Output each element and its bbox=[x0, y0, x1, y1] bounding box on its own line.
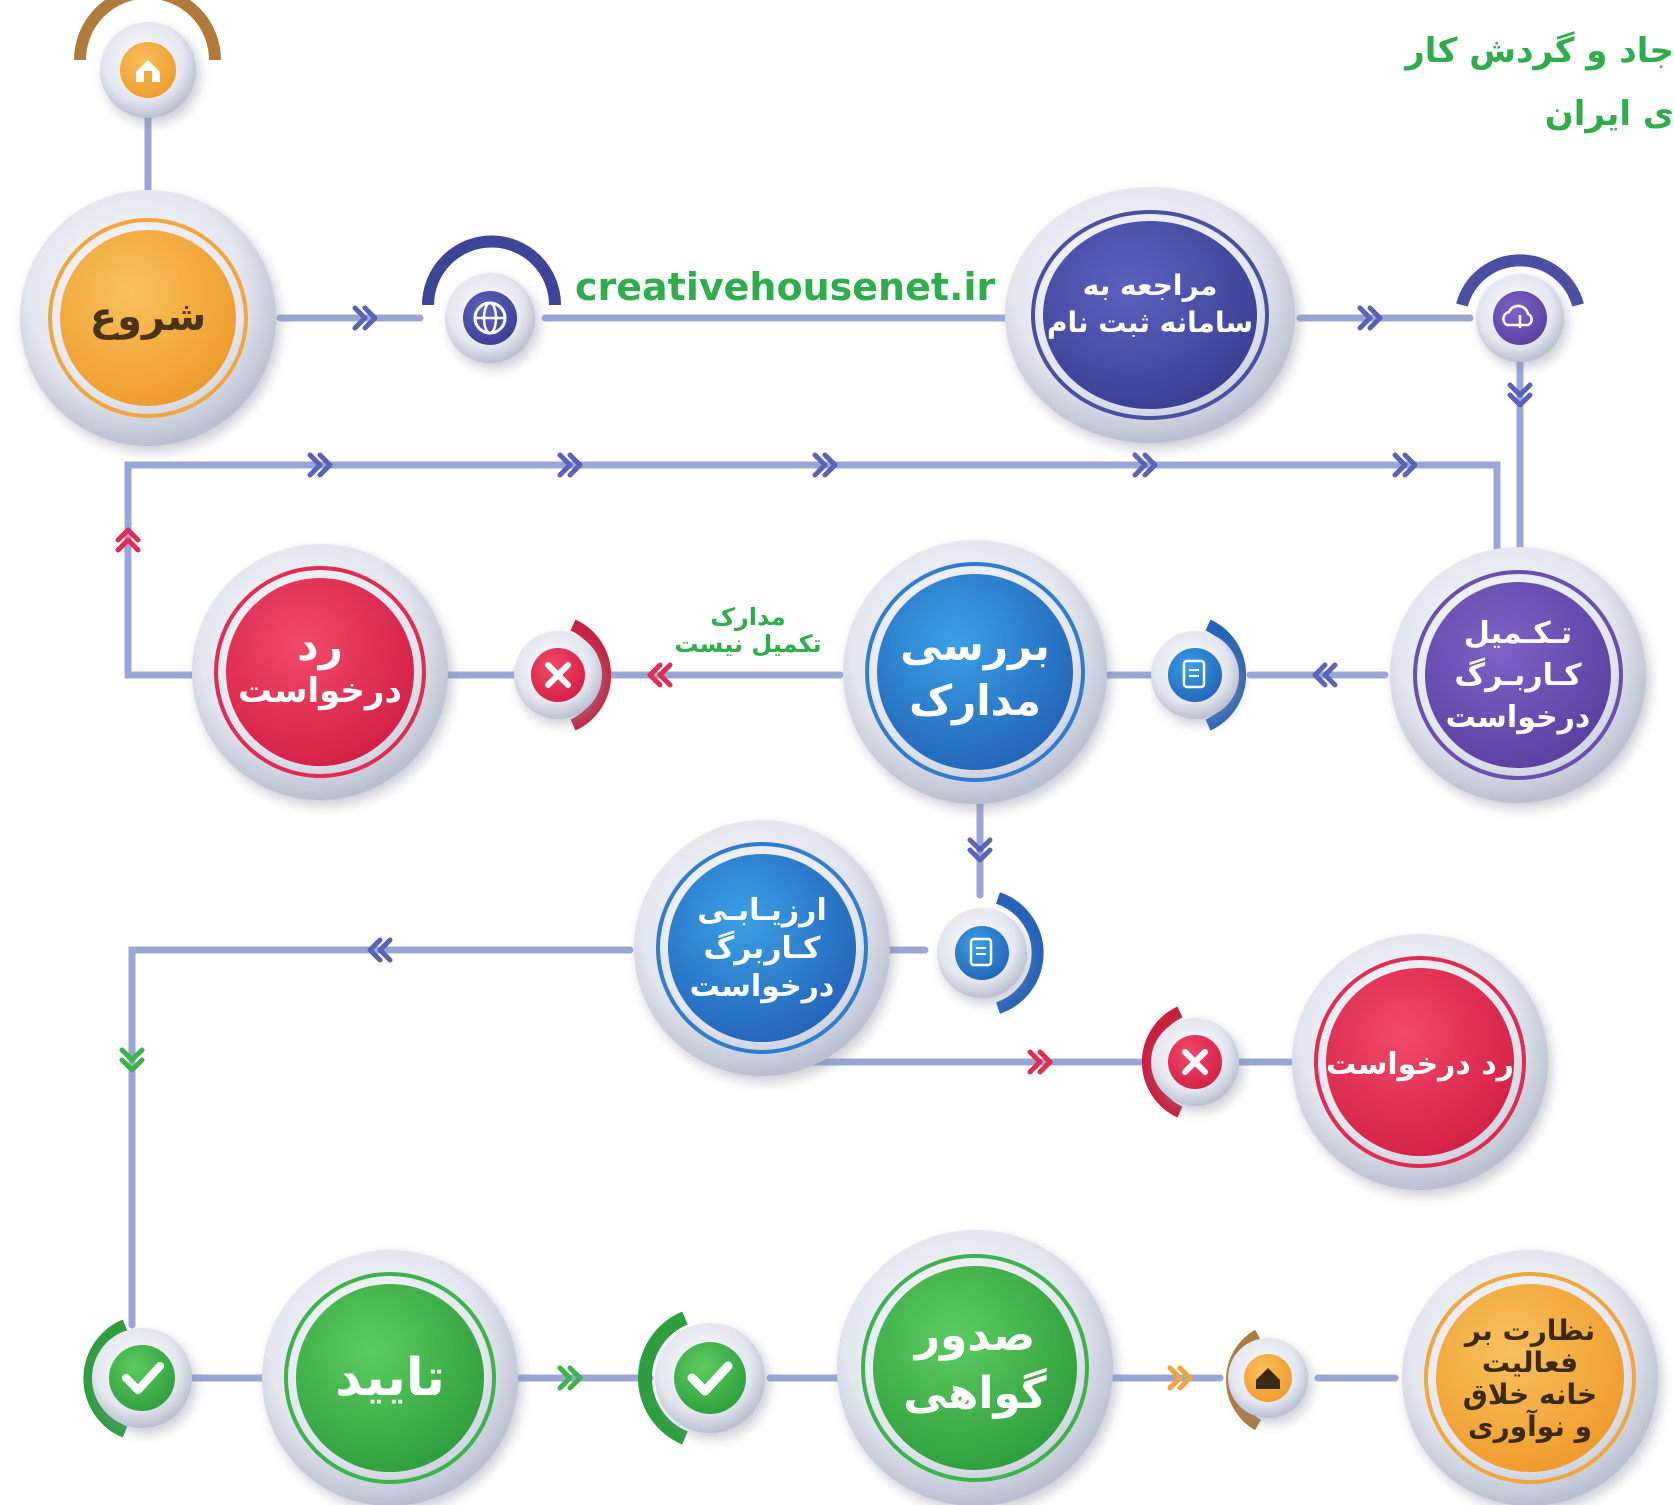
node-supervise-line-1: نظارت بر bbox=[1463, 1314, 1595, 1347]
node-issue-cert[interactable]: صدور گواهی bbox=[837, 1230, 1113, 1505]
node-start[interactable]: شروع bbox=[20, 190, 276, 446]
node-complete-form-line-3: درخواست bbox=[1446, 700, 1591, 735]
website-label[interactable]: creativehousenet.ir bbox=[575, 265, 995, 309]
x-circle-icon bbox=[514, 619, 612, 731]
node-issue-cert-line-2: گواهی bbox=[903, 1367, 1047, 1419]
clipboard-edit-icon bbox=[1151, 619, 1247, 731]
edge-label-line-2: تکمیل نیست bbox=[674, 630, 821, 658]
node-reject-1-line-2: درخواست bbox=[238, 671, 402, 711]
node-reject-1-line-1: رد bbox=[297, 621, 343, 670]
node-supervise-line-2: فعالیت bbox=[1482, 1346, 1578, 1379]
title-line-1: جاد و گردش کار bbox=[1403, 31, 1674, 71]
node-review-docs[interactable]: بررسی مدارک bbox=[843, 540, 1107, 804]
title-line-2: ی ایران bbox=[1545, 94, 1674, 134]
node-register[interactable]: مراجعه به سامانه ثبت نام bbox=[1005, 187, 1295, 443]
edge-label-line-1: مدارک bbox=[710, 603, 785, 631]
start-lightbulb-icon bbox=[74, 0, 221, 118]
node-approve[interactable]: تایید bbox=[262, 1250, 518, 1505]
node-reject-1[interactable]: رد درخواست bbox=[192, 544, 448, 800]
lightbulb-house-icon bbox=[1226, 1329, 1308, 1431]
node-review-docs-line-2: مدارک bbox=[909, 676, 1041, 725]
node-evaluate-line-3: درخواست bbox=[690, 969, 835, 1004]
node-evaluate-line-1: ارزیـابـی bbox=[697, 893, 826, 928]
node-approve-label: تایید bbox=[335, 1348, 445, 1408]
node-review-docs-line-1: بررسی bbox=[900, 621, 1050, 671]
node-supervise[interactable]: نظارت بر فعالیت خانه خلاق و نوآوری bbox=[1402, 1250, 1658, 1505]
node-complete-form[interactable]: تـکـمیل کـاربـرگ درخواست bbox=[1390, 547, 1646, 803]
node-start-label: شروع bbox=[90, 294, 206, 340]
x-circle-icon-2 bbox=[1141, 1006, 1239, 1118]
node-supervise-line-4: و نوآوری bbox=[1468, 1409, 1592, 1443]
cloud-upload-icon bbox=[1456, 254, 1584, 362]
node-supervise-line-3: خانه خلاق bbox=[1463, 1378, 1597, 1411]
node-reject-2-label: رد درخواست bbox=[1326, 1047, 1514, 1082]
connector-lines bbox=[124, 113, 1524, 1382]
node-complete-form-line-1: تـکـمیل bbox=[1464, 616, 1572, 651]
edge-label-incomplete-docs: مدارک تکمیل نیست bbox=[674, 603, 821, 658]
clipboard-edit-icon-2 bbox=[937, 892, 1044, 1014]
arrow-chevrons bbox=[115, 305, 1533, 1391]
node-register-line-1: مراجعه به bbox=[1083, 269, 1218, 302]
check-circle-icon-2 bbox=[638, 1311, 765, 1445]
node-evaluate[interactable]: ارزیـابـی کـاربرگ درخواست bbox=[634, 820, 890, 1076]
page-title: جاد و گردش کار ی ایران bbox=[1403, 31, 1674, 134]
node-issue-cert-line-1: صدور bbox=[913, 1310, 1036, 1361]
globe-icon bbox=[422, 235, 561, 363]
node-complete-form-line-2: کـاربـرگ bbox=[1454, 657, 1582, 693]
node-reject-2[interactable]: رد درخواست bbox=[1292, 934, 1548, 1190]
node-register-line-2: سامانه ثبت نام bbox=[1047, 306, 1253, 339]
check-circle-icon bbox=[83, 1319, 192, 1438]
node-evaluate-line-2: کـاربرگ bbox=[704, 930, 821, 966]
